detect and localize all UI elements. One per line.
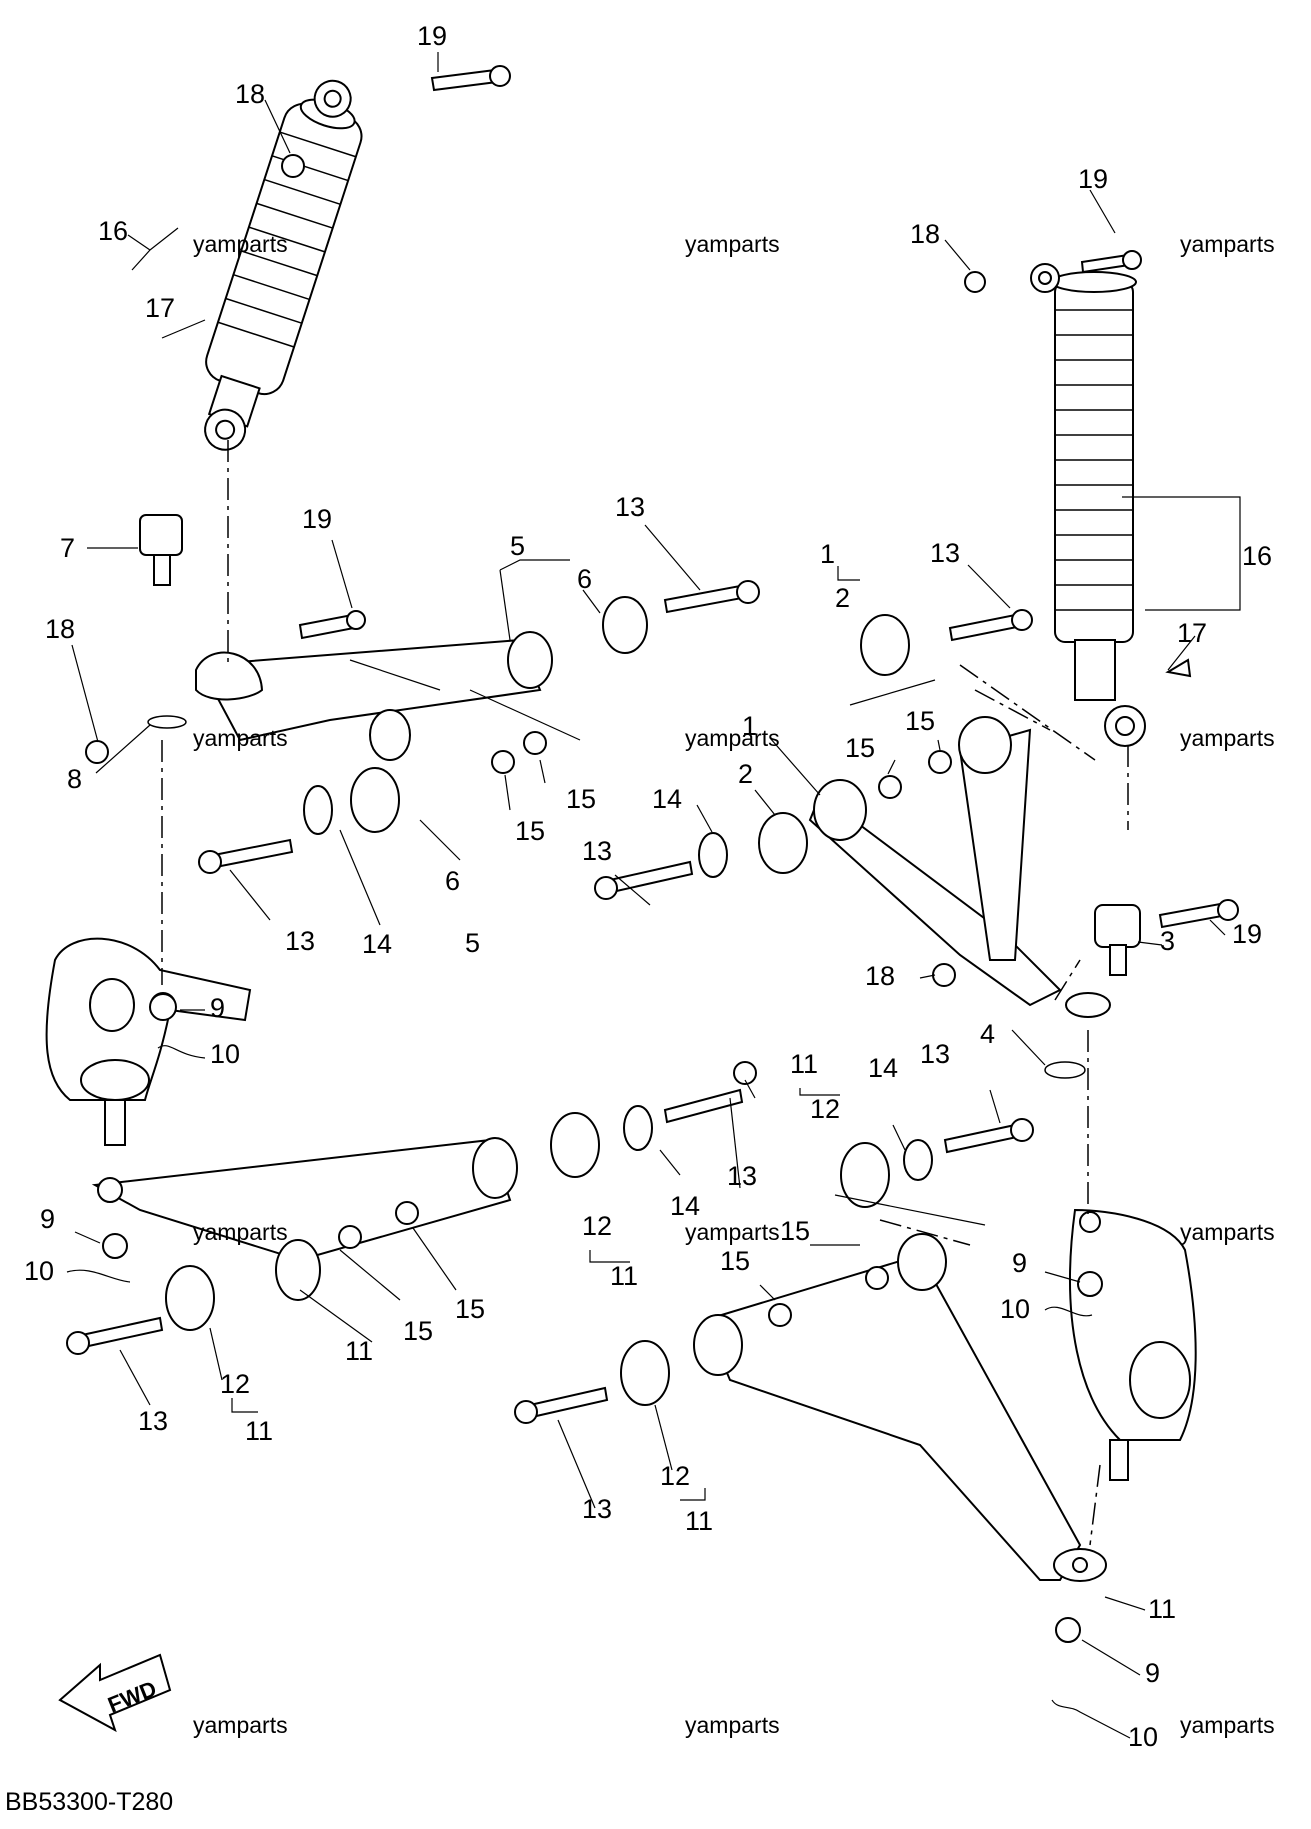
callout-2: 2 bbox=[738, 759, 753, 789]
right-steering-knuckle bbox=[1069, 1208, 1197, 1481]
callout-15: 15 bbox=[515, 816, 545, 846]
callout-16: 16 bbox=[98, 216, 128, 246]
watermark: yamparts bbox=[1180, 1219, 1275, 1245]
callout-10: 10 bbox=[24, 1256, 54, 1286]
callout-15: 15 bbox=[403, 1316, 433, 1346]
callout-12: 12 bbox=[660, 1461, 690, 1491]
callout-19: 19 bbox=[1232, 919, 1262, 949]
callout-15: 15 bbox=[455, 1294, 485, 1324]
callout-11: 11 bbox=[685, 1506, 713, 1536]
callout-11: 11 bbox=[790, 1049, 818, 1079]
watermark: yamparts bbox=[193, 1712, 288, 1738]
callout-3: 3 bbox=[1160, 926, 1175, 956]
callout-10: 10 bbox=[210, 1039, 240, 1069]
callout-12: 12 bbox=[810, 1094, 840, 1124]
callout-17: 17 bbox=[145, 293, 175, 323]
callout-14: 14 bbox=[868, 1053, 898, 1083]
callout-13: 13 bbox=[582, 1494, 612, 1524]
watermark: yamparts bbox=[685, 725, 780, 751]
callout-1: 1 bbox=[820, 539, 835, 569]
callout-18: 18 bbox=[235, 79, 265, 109]
fwd-arrow-icon: FWD bbox=[58, 1653, 172, 1733]
left-upper-arm bbox=[85, 514, 760, 874]
callout-15: 15 bbox=[566, 784, 596, 814]
callout-13: 13 bbox=[138, 1406, 168, 1436]
callout-15: 15 bbox=[905, 706, 935, 736]
callout-7: 7 bbox=[60, 533, 75, 563]
callout-16: 16 bbox=[1242, 541, 1272, 571]
callout-14: 14 bbox=[652, 784, 682, 814]
callout-18: 18 bbox=[45, 614, 75, 644]
watermark: yamparts bbox=[685, 231, 780, 257]
callout-10: 10 bbox=[1000, 1294, 1030, 1324]
callout-11: 11 bbox=[1148, 1594, 1176, 1624]
assembly-lines bbox=[161, 440, 1129, 1546]
callout-6: 6 bbox=[577, 564, 592, 594]
callout-13: 13 bbox=[727, 1161, 757, 1191]
callout-5: 5 bbox=[465, 928, 480, 958]
callout-12: 12 bbox=[220, 1369, 250, 1399]
callout-9: 9 bbox=[40, 1204, 55, 1234]
callout-19: 19 bbox=[302, 504, 332, 534]
watermark: yamparts bbox=[685, 1712, 780, 1738]
leader-lines bbox=[66, 52, 1241, 1739]
callout-14: 14 bbox=[362, 929, 392, 959]
callout-6: 6 bbox=[445, 866, 460, 896]
callout-13: 13 bbox=[930, 538, 960, 568]
callout-13: 13 bbox=[615, 492, 645, 522]
callout-13: 13 bbox=[920, 1039, 950, 1069]
callout-11: 11 bbox=[610, 1261, 638, 1291]
callout-15: 15 bbox=[845, 733, 875, 763]
callout-15: 15 bbox=[780, 1216, 810, 1246]
callout-19: 19 bbox=[1078, 164, 1108, 194]
callout-4: 4 bbox=[980, 1019, 995, 1049]
callout-14: 14 bbox=[670, 1191, 700, 1221]
right-upper-arm bbox=[594, 609, 1239, 1079]
callout-12: 12 bbox=[582, 1211, 612, 1241]
callout-11: 11 bbox=[345, 1336, 373, 1366]
callout-19: 19 bbox=[417, 21, 447, 51]
callout-9: 9 bbox=[1012, 1248, 1027, 1278]
callout-5: 5 bbox=[510, 531, 525, 561]
callout-9: 9 bbox=[210, 993, 225, 1023]
callout-17: 17 bbox=[1177, 618, 1207, 648]
left-steering-knuckle bbox=[45, 937, 252, 1146]
callout-1: 1 bbox=[742, 711, 757, 741]
callout-9: 9 bbox=[1145, 1658, 1160, 1688]
watermark: yamparts bbox=[193, 1219, 288, 1245]
callout-11: 11 bbox=[245, 1416, 273, 1446]
right-shock-absorber bbox=[964, 250, 1192, 747]
callout-13: 13 bbox=[285, 926, 315, 956]
watermark: yamparts bbox=[1180, 725, 1275, 751]
callout-15: 15 bbox=[720, 1246, 750, 1276]
callout-18: 18 bbox=[865, 961, 895, 991]
callout-18: 18 bbox=[910, 219, 940, 249]
watermark: yamparts bbox=[1180, 1712, 1275, 1738]
right-lower-arm bbox=[514, 1118, 1107, 1643]
left-shock-absorber bbox=[204, 65, 511, 451]
watermark: yamparts bbox=[685, 1219, 780, 1245]
callout-2: 2 bbox=[835, 583, 850, 613]
watermark: yamparts bbox=[193, 231, 288, 257]
callout-numbers: 19 18 16 17 19 18 7 18 8 19 5 6 13 15 15… bbox=[24, 21, 1272, 1752]
callout-8: 8 bbox=[67, 764, 82, 794]
callout-10: 10 bbox=[1128, 1722, 1158, 1752]
callout-13: 13 bbox=[582, 836, 612, 866]
left-lower-arm bbox=[66, 1061, 757, 1355]
watermarks: yamparts yamparts yamparts yamparts yamp… bbox=[193, 231, 1275, 1738]
watermark: yamparts bbox=[1180, 231, 1275, 257]
diagram-code: BB53300-T280 bbox=[5, 1788, 173, 1816]
watermark: yamparts bbox=[193, 725, 288, 751]
